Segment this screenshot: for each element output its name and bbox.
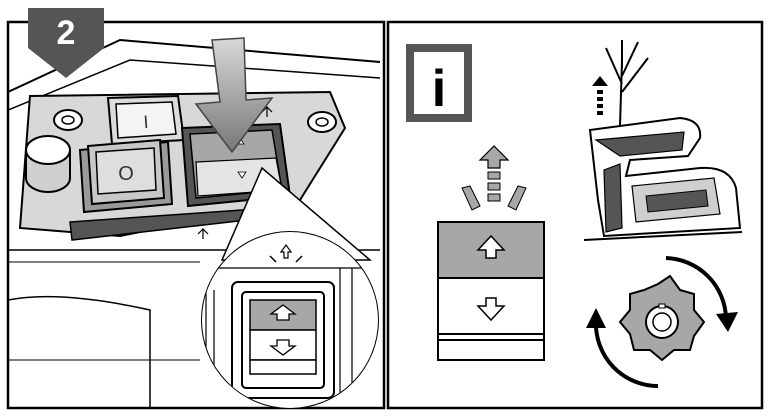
knob <box>25 135 71 193</box>
screw <box>53 109 83 131</box>
direction-indicator <box>461 145 527 211</box>
on-symbol: I <box>143 112 149 132</box>
left-panel: I O <box>6 20 386 410</box>
arrow-down-icon <box>476 297 506 322</box>
step-number: 2 <box>57 14 76 52</box>
off-switch: O <box>78 138 174 214</box>
branch-feed-icon <box>583 40 743 241</box>
zoom-callout <box>201 166 379 409</box>
switch-diagram <box>437 221 545 361</box>
press-arrow-icon <box>194 37 274 154</box>
info-icon: i <box>406 44 472 122</box>
off-symbol: O <box>118 163 134 185</box>
arrow-up-icon <box>476 234 506 259</box>
screw <box>307 111 337 133</box>
cutter-disc-icon <box>618 274 706 362</box>
step-badge: 2 <box>28 8 104 78</box>
info-letter: i <box>432 60 446 118</box>
on-switch: I <box>106 94 186 146</box>
rotation-arrows-icon <box>586 256 738 388</box>
right-panel: i <box>386 20 764 410</box>
